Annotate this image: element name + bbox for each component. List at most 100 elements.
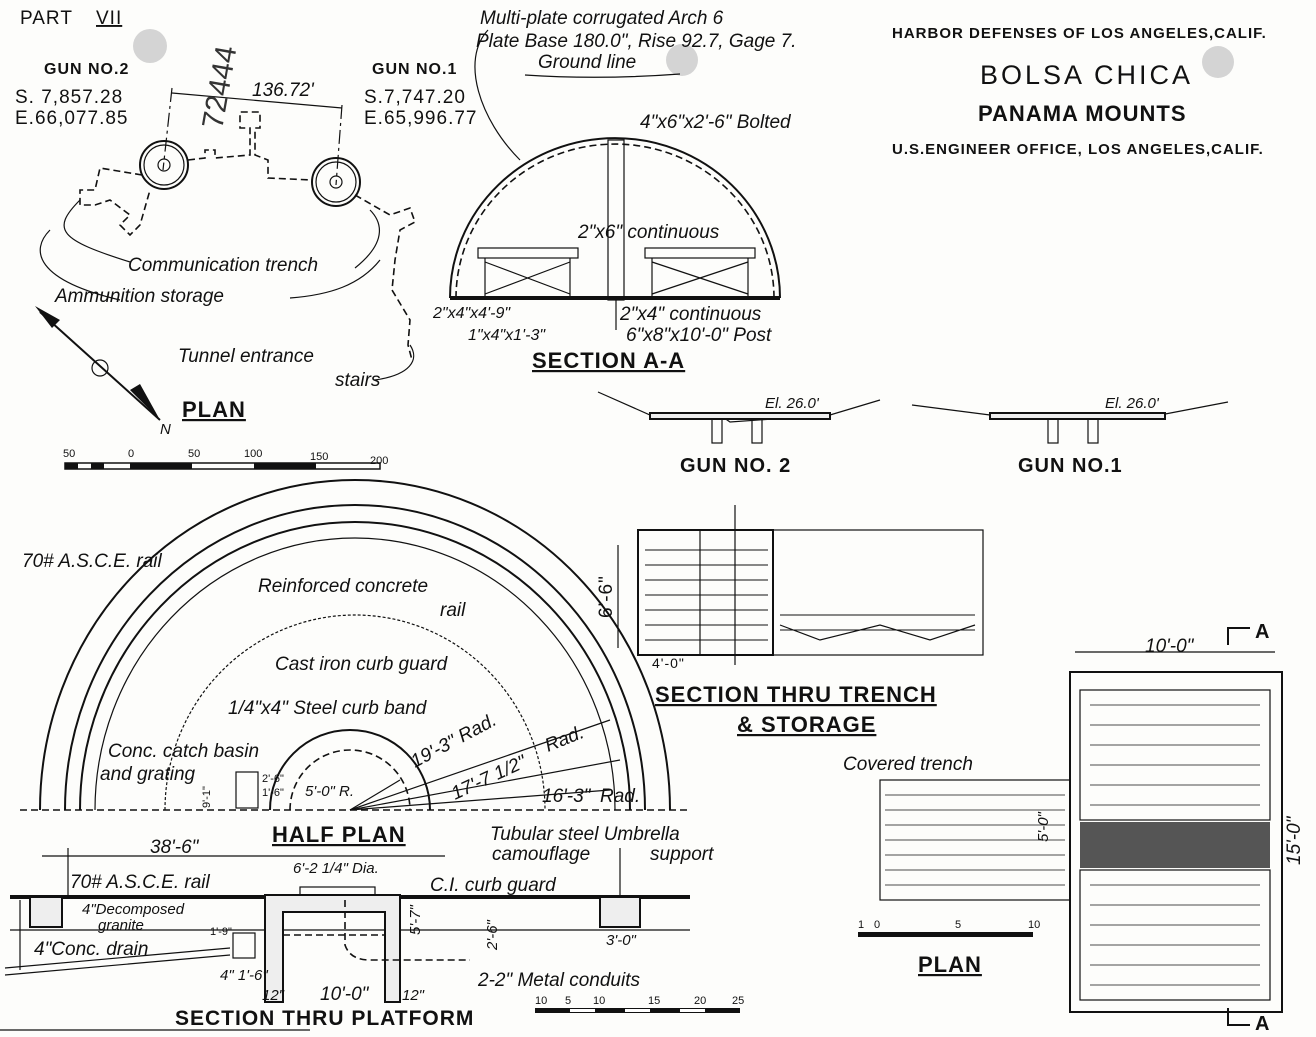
- scale-tick: 10: [535, 995, 547, 1007]
- gun2-south-coord: S. 7,857.28: [15, 87, 123, 108]
- scale-tick: 150: [310, 451, 328, 463]
- stairs-label: stairs: [335, 370, 381, 391]
- scale-tick: 10: [1028, 919, 1040, 931]
- dim-label: 2'-6": [484, 919, 501, 951]
- radius-16-3: 16'-3": [542, 786, 592, 807]
- elevation-right: El. 26.0': [1105, 395, 1160, 412]
- gun2-label: GUN NO.2: [44, 61, 129, 78]
- radius-unit: Rad.: [600, 786, 640, 807]
- scale-tick: 1: [858, 919, 864, 931]
- storage-plan: 10'-0" A Covered trench 5'-0" 15'-0" 1 0…: [843, 621, 1305, 1035]
- granite-label-2: granite: [98, 917, 144, 934]
- site-plan: GUN NO.2 S. 7,857.28 E.66,077.85 GUN NO.…: [15, 43, 477, 470]
- support-label: support: [650, 844, 714, 865]
- continuous-2x6-label: 2"x6" continuous: [577, 222, 720, 243]
- dim-label: 12": [262, 987, 285, 1004]
- arch-note-2: Plate Base 180.0", Rise 92.7, Gage 7.: [476, 31, 796, 52]
- ci-curb-guard-label: C.I. curb guard: [430, 875, 557, 896]
- trench-section-title: SECTION THRU TRENCH: [655, 682, 937, 707]
- gun1-elevation-title: GUN NO.1: [1018, 455, 1123, 477]
- scale-bar: [64, 462, 381, 470]
- dim-label: 3'-0": [606, 932, 637, 949]
- trench-height: 6'-6": [596, 575, 617, 618]
- gun2-elevation-title: GUN NO. 2: [680, 455, 791, 477]
- scale-tick: 50: [63, 448, 75, 460]
- gun1-east-coord: E.65,996.77: [364, 108, 477, 129]
- section-mark-bottom: A: [1255, 1013, 1270, 1035]
- curb-band-label: 1/4"x4" Steel curb band: [228, 698, 428, 719]
- scale-tick: 20: [694, 995, 706, 1007]
- granite-label: 4"Decomposed: [82, 901, 185, 918]
- platform-section: 38'-6" Tubular steel Umbrella camouflage…: [0, 824, 744, 1031]
- scale-tick: 50: [188, 448, 200, 460]
- dim-label: 9'-1": [201, 786, 213, 808]
- dim-label: 1'-9": [210, 926, 232, 938]
- storage-plan-title: PLAN: [918, 952, 982, 977]
- dim-label: 5'-7": [407, 904, 424, 935]
- umbrella-label: Tubular steel Umbrella: [490, 824, 680, 845]
- dim-label: 4" 1'-6": [220, 967, 268, 984]
- trench-section-title-2: & STORAGE: [737, 712, 876, 737]
- brace-label: 2"x4"x4'-9": [432, 305, 511, 322]
- platform-rail-label: 70# A.S.C.E. rail: [70, 872, 211, 893]
- dim-label: 10'-0": [320, 984, 370, 1005]
- part-number: VII: [96, 8, 122, 29]
- radius-unit: Rad.: [542, 722, 587, 757]
- dim-label: 2'-6": [262, 773, 284, 785]
- ammunition-storage-label: Ammunition storage: [54, 286, 224, 307]
- trench-width: 4'-0": [652, 655, 685, 671]
- north-arrow-icon: [35, 306, 161, 421]
- gun1-south-coord: S.7,747.20: [364, 87, 466, 108]
- title-line1: HARBOR DEFENSES OF LOS ANGELES,CALIF.: [892, 25, 1267, 42]
- part-label: PART: [20, 8, 73, 29]
- gun-elevations: El. 26.0' GUN NO. 2 El. 26.0' GUN NO.1: [597, 391, 1229, 477]
- catch-basin-label: Conc. catch basin: [108, 741, 259, 762]
- punch-hole: [666, 44, 698, 76]
- conduits-label: 2-2" Metal conduits: [477, 970, 640, 991]
- block-label: 1"x4"x1'-3": [468, 327, 546, 344]
- scale-tick: 100: [244, 448, 262, 460]
- post-label: 6"x8"x10'-0" Post: [626, 325, 772, 346]
- title-subject: PANAMA MOUNTS: [978, 101, 1187, 126]
- plan-width: 10'-0": [1145, 636, 1195, 657]
- section-a-a-title: SECTION A-A: [532, 348, 685, 373]
- drain-label: 4"Conc. drain: [34, 939, 148, 960]
- title-office: U.S.ENGINEER OFFICE, LOS ANGELES,CALIF.: [892, 141, 1264, 158]
- gun2-east-coord: E.66,077.85: [15, 108, 128, 129]
- north-label: N: [160, 421, 171, 438]
- scale-tick: 5: [565, 995, 571, 1007]
- dim-label: 1'-6": [262, 787, 284, 799]
- scale-tick: 0: [874, 919, 880, 931]
- plan-title: PLAN: [182, 397, 246, 422]
- platform-section-title: SECTION THRU PLATFORM: [175, 1007, 474, 1030]
- arch-note-1: Multi-plate corrugated Arch 6: [480, 8, 724, 29]
- scale-tick: 0: [128, 448, 134, 460]
- curb-guard-label: Cast iron curb guard: [275, 654, 449, 675]
- tunnel-entrance-label: Tunnel entrance: [178, 346, 314, 367]
- communication-trench-label: Communication trench: [128, 255, 318, 276]
- rail-label: 70# A.S.C.E. rail: [22, 551, 163, 572]
- punch-hole: [1202, 46, 1234, 78]
- scale-tick: 200: [370, 455, 388, 467]
- continuous-2x4-label: 2"x4" continuous: [619, 304, 762, 325]
- gun-distance: 136.72': [252, 80, 315, 101]
- elevation-left: El. 26.0': [765, 395, 820, 412]
- ground-line-note: Ground line: [538, 52, 636, 73]
- bolted-label: 4"x6"x2'-6" Bolted: [640, 112, 792, 133]
- scale-tick: 5: [955, 919, 961, 931]
- span-dim: 38'-6": [150, 837, 200, 858]
- gun1-label: GUN NO.1: [372, 61, 457, 78]
- camouflage-label: camouflage: [492, 844, 590, 865]
- concrete-rail-label: Reinforced concrete: [258, 576, 428, 597]
- trench-section: 6'-6" 4'-0" SECTION THRU TRENCH & STORAG…: [596, 505, 984, 737]
- section-mark-top: A: [1255, 621, 1270, 643]
- scale-tick: 15: [648, 995, 660, 1007]
- dim-label: 12": [402, 987, 425, 1004]
- concrete-rail-label-2: rail: [440, 600, 466, 621]
- half-plan: 70# A.S.C.E. rail Reinforced concrete ra…: [20, 479, 690, 847]
- covered-trench-label: Covered trench: [843, 754, 973, 775]
- plan-length: 15'-0": [1284, 815, 1305, 865]
- diameter-label: 6'-2 1/4" Dia.: [293, 860, 379, 877]
